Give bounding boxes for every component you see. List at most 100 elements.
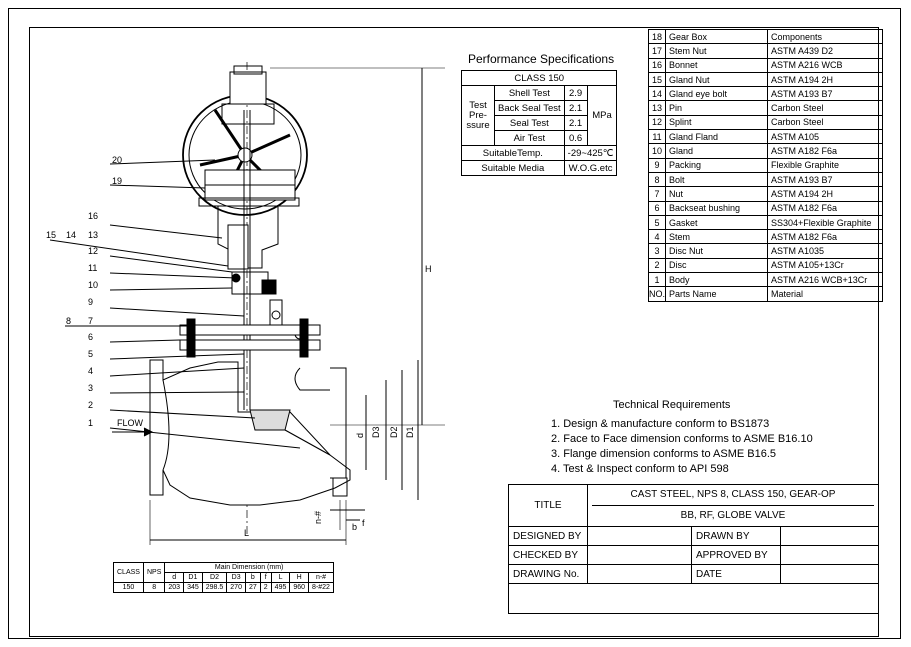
dim-value: 270 — [226, 582, 246, 593]
part-name: Splint — [665, 114, 769, 131]
perf-row-label: Back Seal Test — [494, 100, 565, 116]
dim-d1: D1 — [405, 426, 415, 438]
part-no: 2 — [647, 257, 667, 274]
dim-value: 8-#22 — [308, 582, 334, 593]
dim-main-label: Main Dimension (mm) — [164, 562, 334, 573]
part-no: 9 — [647, 157, 667, 173]
balloon-2: 2 — [88, 400, 94, 410]
tech-item: 1. Design & manufacture conform to BS187… — [551, 418, 770, 430]
technical-requirements: 1. Design & manufacture conform to BS187… — [551, 417, 813, 477]
dim-value: 27 — [244, 582, 261, 593]
designed-by: DESIGNED BY — [508, 526, 588, 546]
title-line-2: BB, RF, GLOBE VALVE — [680, 510, 786, 521]
part-material: ASTM A216 WCB — [767, 57, 884, 73]
dim-f: f — [362, 518, 365, 528]
part-no: 16 — [647, 57, 667, 73]
part-material: ASTM A182 F6a — [767, 143, 884, 159]
dim-value: 203 — [164, 582, 185, 593]
part-name: Body — [665, 272, 769, 288]
balloon-11: 11 — [88, 263, 98, 273]
dim-header: D2 — [201, 572, 228, 583]
part-no: NO. — [647, 286, 667, 302]
part-no: 3 — [647, 243, 667, 259]
dim-b: b — [352, 522, 358, 532]
dim-header: H — [289, 572, 310, 583]
dim-header: n-# — [308, 572, 334, 583]
balloon-8: 8 — [66, 316, 72, 326]
performance-table: CLASS 150 Test Pre- ssure Shell Test 2.9… — [460, 70, 618, 176]
balloon-12: 12 — [88, 246, 99, 256]
perf-row-value: 0.6 — [563, 130, 588, 146]
part-material: ASTM A194 2H — [767, 186, 884, 202]
part-material: ASTM A182 F6a — [767, 229, 884, 245]
perf-row-label: Air Test — [494, 130, 565, 146]
part-no: 15 — [647, 71, 667, 88]
tech-item: 4. Test & Inspect conform to API 598 — [551, 463, 729, 475]
checked-by: CHECKED BY — [508, 545, 588, 565]
part-name: Disc Nut — [665, 243, 769, 259]
balloon-1: 1 — [88, 418, 94, 428]
dim-header: D3 — [226, 572, 246, 583]
part-no: 7 — [647, 186, 667, 202]
part-material: ASTM A182 F6a — [767, 200, 884, 216]
perf-row-label: Shell Test — [494, 85, 565, 101]
part-material: ASTM A216 WCB+13Cr — [767, 272, 884, 288]
drawn-by: DRAWN BY — [691, 526, 781, 546]
part-no: 12 — [647, 114, 667, 131]
perf-class: CLASS 150 — [460, 70, 618, 86]
title-label: TITLE — [508, 484, 588, 527]
tech-item: 3. Flange dimension conforms to ASME B16… — [551, 448, 777, 460]
dim-value: 345 — [183, 582, 203, 593]
part-material: Flexible Graphite — [767, 157, 884, 173]
balloon-7: 7 — [88, 316, 94, 326]
perf-unit: MPa — [586, 85, 618, 146]
dim-h: H — [425, 264, 432, 274]
balloon-5: 5 — [88, 349, 94, 359]
part-material: ASTM A193 B7 — [767, 171, 884, 188]
part-material: Components — [767, 28, 884, 45]
part-no: 17 — [647, 43, 667, 59]
part-name: Gland Nut — [665, 71, 769, 88]
balloon-4: 4 — [88, 366, 94, 376]
part-material: ASTM A194 2H — [767, 71, 884, 88]
balloon-3: 3 — [88, 383, 94, 393]
perf-test-pressure: Test Pre- ssure — [461, 85, 495, 146]
part-name: Stem — [665, 229, 769, 245]
dim-header-nps: NPS — [142, 562, 166, 583]
dim-value: 298.5 — [201, 582, 228, 593]
part-name: Bolt — [665, 171, 769, 188]
perf-row-value: 2.1 — [563, 100, 588, 116]
perf-row-value: 2.1 — [563, 115, 588, 131]
dim-header: d — [164, 572, 185, 583]
part-name: Disc — [665, 257, 769, 274]
date: DATE — [691, 564, 781, 584]
dim-value: 8 — [142, 582, 166, 593]
dim-header-class: CLASS — [113, 562, 144, 583]
part-material: ASTM A439 D2 — [767, 43, 884, 59]
part-name: Gland eye bolt — [665, 86, 769, 102]
flow-label: FLOW — [117, 418, 143, 428]
outer-frame — [8, 8, 901, 639]
part-name: Backseat bushing — [665, 200, 769, 216]
part-name: Stem Nut — [665, 43, 769, 59]
part-material: ASTM A105 — [767, 129, 884, 145]
part-no: 6 — [647, 200, 667, 216]
tech-item: 2. Face to Face dimension conforms to AS… — [551, 433, 813, 445]
title-line-1: CAST STEEL, NPS 8, CLASS 150, GEAR-OP — [592, 485, 874, 506]
part-name: Gasket — [665, 214, 769, 231]
perf-row-value: 2.9 — [563, 85, 588, 101]
part-material: ASTM A193 B7 — [767, 86, 884, 102]
